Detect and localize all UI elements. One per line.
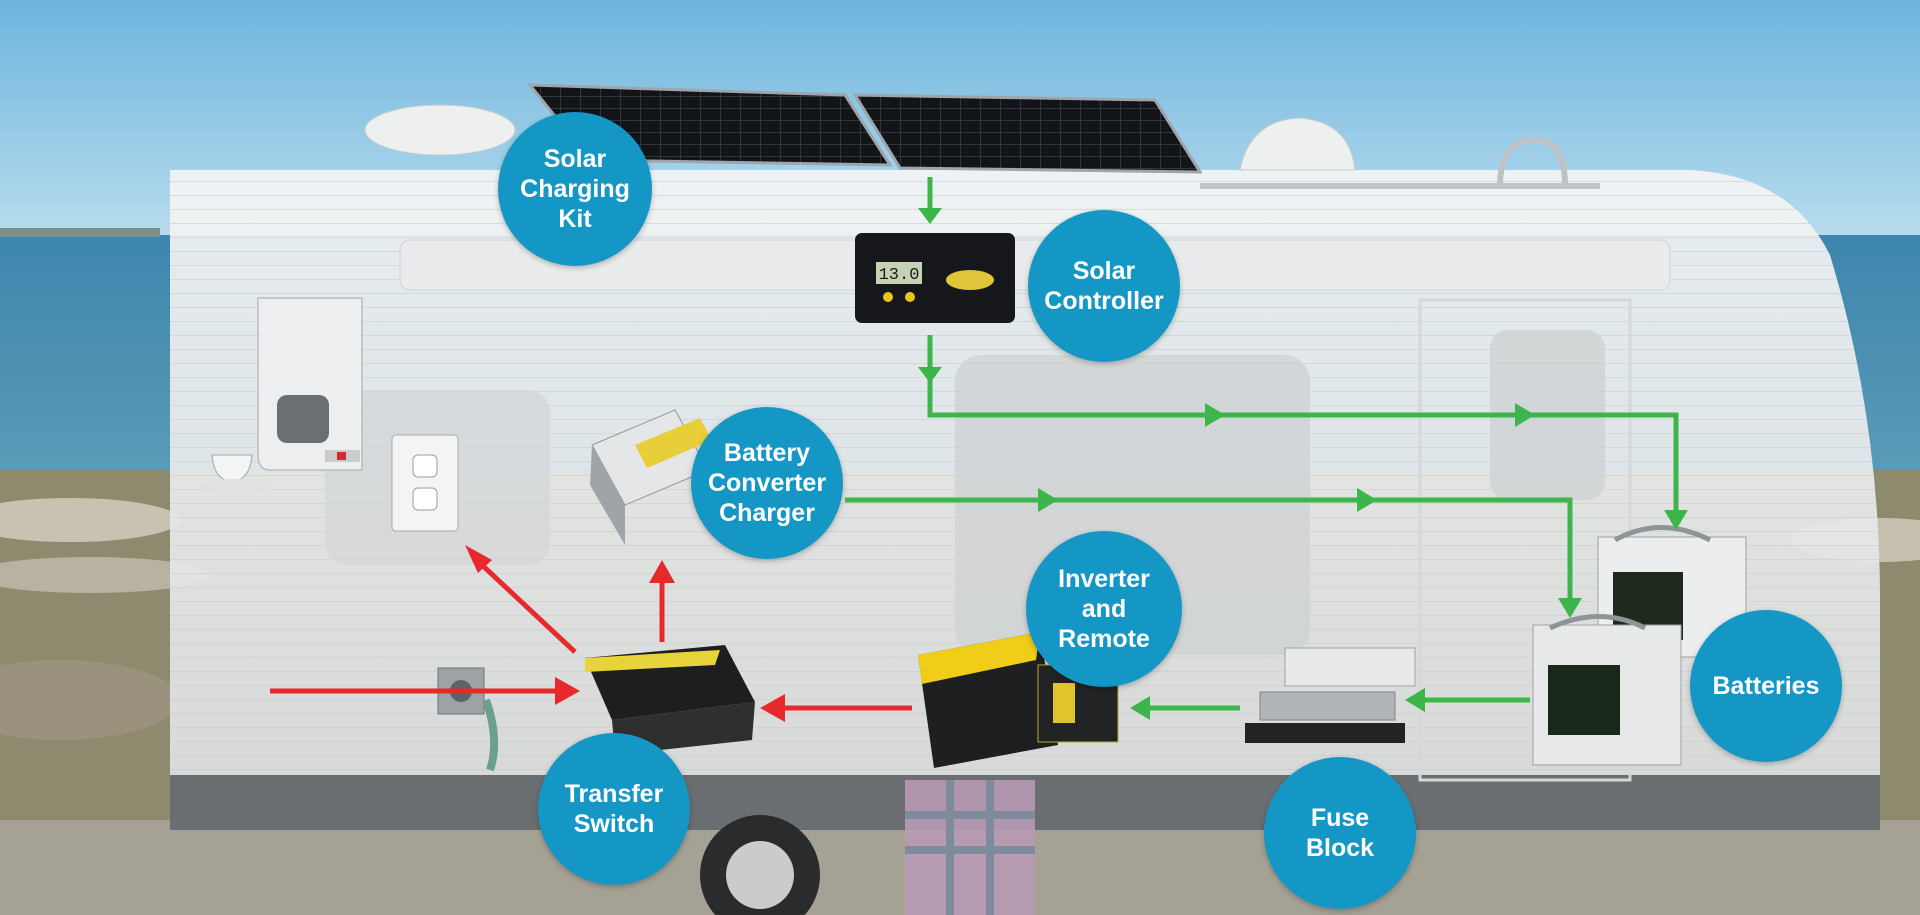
- coffee-maker-power-light: [337, 452, 346, 460]
- outlet-socket: [412, 454, 438, 478]
- shore-cord: [482, 698, 499, 772]
- dc-flow-lines: [845, 177, 1679, 711]
- arrow-right: [1515, 403, 1535, 427]
- arrow-right: [555, 677, 580, 705]
- distant-shore: [0, 228, 160, 237]
- controller-display: [876, 262, 922, 284]
- fuse-block-base: [1259, 691, 1396, 721]
- battery-label: [1548, 665, 1620, 735]
- arrow-up-left: [465, 545, 492, 573]
- saucer: [200, 479, 276, 493]
- coffee-maker: [257, 297, 363, 471]
- driftwood: [0, 557, 210, 593]
- chair-webbing: [905, 780, 1035, 915]
- arrow-right: [1357, 488, 1377, 512]
- roof-antenna-dome: [364, 104, 516, 156]
- controller-button: [905, 292, 915, 302]
- wall-outlet: [391, 434, 459, 532]
- ac-arrowheads: [465, 545, 785, 722]
- fuse-block-device: [1284, 647, 1416, 687]
- wheel-hub: [726, 841, 794, 909]
- converter-side: [590, 445, 625, 545]
- roof-rail: [1200, 136, 1600, 189]
- driftwood: [0, 498, 180, 542]
- arrow-down: [918, 208, 942, 224]
- coffee-pot: [277, 395, 329, 443]
- inverter-label: [918, 632, 1040, 684]
- arrow-down: [1664, 510, 1688, 530]
- arrow-down: [918, 367, 942, 383]
- bubble-batteries: Batteries: [1690, 610, 1842, 762]
- battery-handle: [1613, 525, 1712, 543]
- arrow-right: [1038, 488, 1058, 512]
- arrow-down: [1558, 598, 1582, 618]
- arrow-left: [1130, 696, 1150, 720]
- controller-button: [883, 292, 893, 302]
- driftwood: [0, 660, 180, 740]
- dc-arrowheads: [918, 208, 1688, 720]
- inverter-remote-panel: [1053, 683, 1075, 723]
- fuse-block-mount: [1245, 723, 1405, 743]
- solar-controller-device: [855, 233, 1015, 323]
- transfer-switch-label: [585, 650, 720, 672]
- battery-handle: [1548, 614, 1647, 631]
- batteries-label: Batteries: [1712, 672, 1820, 700]
- roof-vent-dome: [1239, 117, 1356, 171]
- arrow-left: [1405, 688, 1425, 712]
- arrow-left: [760, 694, 785, 722]
- converter-label: [635, 418, 712, 468]
- outlet-socket: [412, 487, 438, 511]
- solar-panel: [852, 93, 1203, 174]
- controller-logo-mark: [946, 270, 994, 290]
- controller-display-reading: 13.0: [879, 266, 920, 285]
- arrow-up: [649, 560, 675, 583]
- arrow-right: [1205, 403, 1225, 427]
- ac-flow-lines: [270, 563, 912, 711]
